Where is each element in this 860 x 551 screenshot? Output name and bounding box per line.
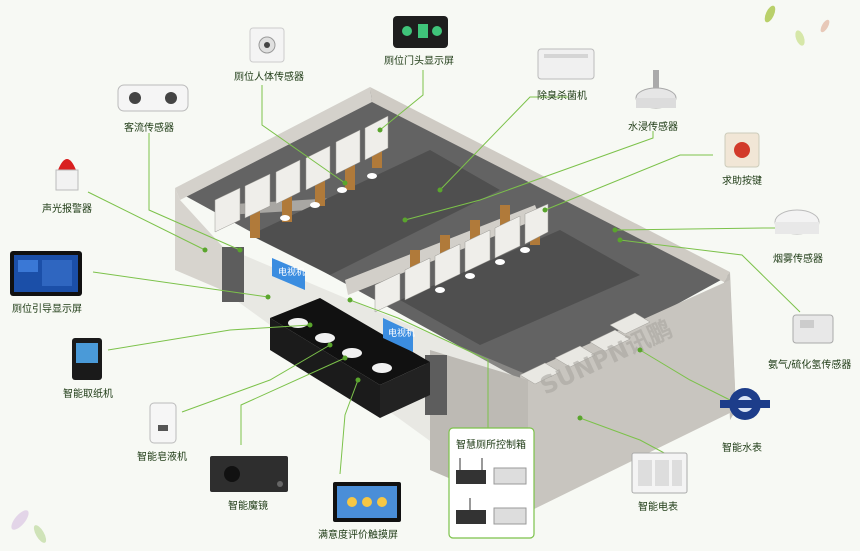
water-sensor-icon — [635, 70, 677, 109]
rating-screen-icon — [333, 482, 401, 522]
guide-screen-icon — [10, 251, 82, 296]
smart-mirror-icon — [210, 456, 288, 492]
sign-text-1: 电视机 — [278, 266, 305, 278]
label-rating-screen: 满意度评价触摸屏 — [318, 530, 398, 541]
label-flow-sensor: 客流传感器 — [124, 123, 174, 134]
smoke-sensor-icon — [774, 209, 820, 235]
soap-machine-icon — [149, 402, 177, 444]
paper-machine-icon — [72, 338, 102, 380]
leader-dots — [202, 127, 643, 421]
label-guide-screen: 厕位引导显示屏 — [12, 304, 82, 315]
leaf-decoration — [11, 5, 830, 543]
leader-lines — [87, 70, 801, 475]
wall-signs: 电视机 电视机 — [272, 258, 415, 352]
human-sensor-icon — [249, 27, 285, 63]
label-door-display: 厕位门头显示屏 — [384, 56, 454, 67]
help-button-icon — [724, 132, 760, 168]
door-display-icon — [393, 16, 448, 48]
sign-text-2: 电视机 — [388, 327, 415, 339]
label-help-button: 求助按键 — [722, 176, 762, 187]
power-meter-icon — [631, 452, 688, 494]
water-meter-icon — [720, 388, 770, 420]
control-box-frame — [448, 427, 535, 539]
label-paper-machine: 智能取纸机 — [63, 389, 113, 400]
label-water-meter: 智能水表 — [722, 443, 762, 454]
label-smoke-sensor: 烟雾传感器 — [773, 254, 823, 265]
sink-counter — [270, 298, 430, 418]
label-gas-sensor: 氨气/硫化氢传感器 — [768, 360, 852, 371]
label-water-sensor: 水浸传感器 — [628, 122, 678, 133]
deodorizer-icon — [537, 48, 595, 80]
label-alarm: 声光报警器 — [42, 204, 92, 215]
label-control-box: 智慧厕所控制箱 — [456, 440, 526, 451]
label-deodorizer: 除臭杀菌机 — [537, 91, 587, 102]
label-soap-machine: 智能皂液机 — [137, 452, 187, 463]
label-smart-mirror: 智能魔镜 — [228, 501, 268, 512]
gas-sensor-icon — [792, 314, 834, 344]
alarm-icon — [55, 159, 79, 191]
label-power-meter: 智能电表 — [638, 502, 678, 513]
label-toilet-sensor: 厕位人体传感器 — [234, 72, 304, 83]
flow-sensor-icon — [117, 84, 189, 112]
